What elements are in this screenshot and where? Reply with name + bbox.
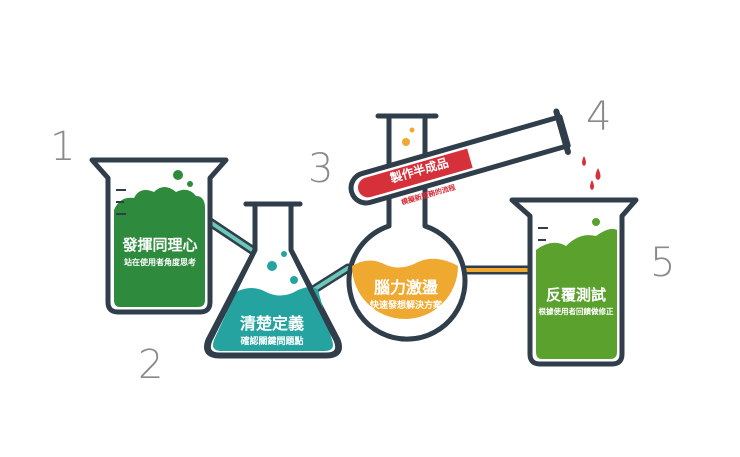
- beaker-1-liquid: [114, 187, 205, 307]
- drip-1: [582, 156, 586, 166]
- flask-2-liquid: [213, 287, 333, 351]
- step-5-beaker: 反覆測試 根據使用者回饋做修正: [509, 197, 639, 367]
- step-1-number: 1: [50, 124, 75, 170]
- drip-3: [590, 180, 594, 190]
- drip-2: [595, 168, 601, 180]
- step-2-title: 清楚定義: [240, 314, 304, 333]
- bubble: [173, 170, 183, 180]
- step-2-flask: 清楚定義 確認關鍵問題點: [204, 201, 342, 359]
- step-5-title: 反覆測試: [546, 286, 606, 304]
- step-3-subtitle: 快速發想解決方案: [370, 299, 443, 311]
- step-1-beaker: 發揮同理心 站在使用者角度思考: [89, 157, 229, 315]
- step-2-number: 2: [138, 342, 163, 388]
- step-5-subtitle: 根據使用者回饋做修正: [539, 306, 614, 316]
- step-1-title: 發揮同理心: [121, 236, 197, 254]
- step-3-number: 3: [308, 146, 333, 192]
- step-2-subtitle: 確認關鍵問題點: [240, 335, 303, 347]
- step-3-round-flask: 腦力激盪 快速發想解決方案: [346, 113, 468, 342]
- step-4-number: 4: [586, 94, 611, 140]
- drips: [582, 156, 601, 190]
- step-1-subtitle: 站在使用者角度思考: [124, 257, 196, 267]
- test-tube-4-liquid: [357, 148, 473, 198]
- flask-3-liquid: [352, 258, 458, 319]
- step-5-number: 5: [650, 240, 675, 286]
- step-3-title: 腦力激盪: [374, 278, 438, 297]
- beaker-5-liquid: [536, 228, 617, 359]
- connector-tubes: [205, 217, 528, 297]
